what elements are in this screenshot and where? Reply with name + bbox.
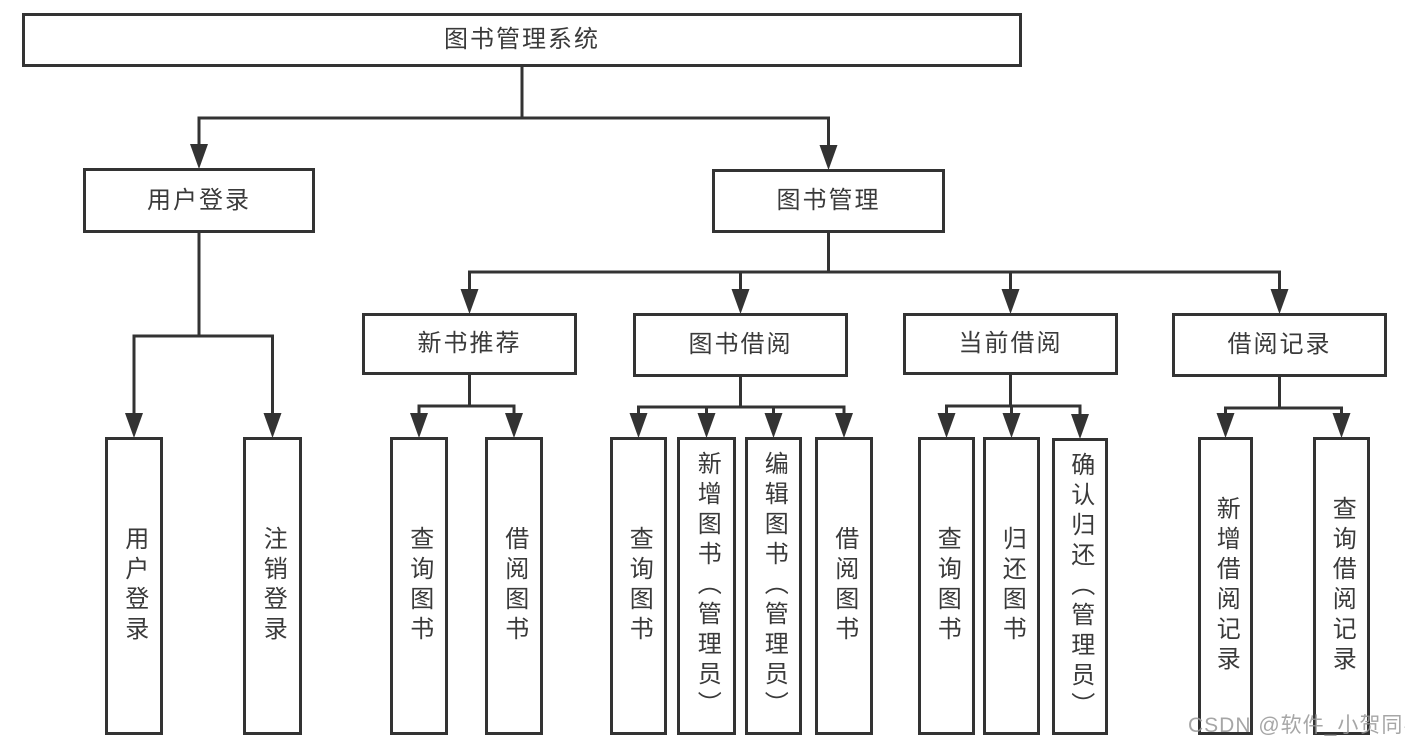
arrowhead-icon: [1216, 413, 1235, 438]
arrowhead-icon: [125, 413, 143, 438]
node-label-root: 图书管理系统: [444, 26, 600, 54]
arrowhead-icon: [629, 413, 648, 438]
arrowhead-icon: [410, 413, 428, 438]
node-label-leaf-edit-books: 编辑图书（管理员）: [760, 451, 788, 721]
node-user-login: 用户登录: [83, 168, 315, 233]
node-label-borrowing-records: 借阅记录: [1227, 331, 1332, 359]
node-label-new-book-recommend: 新书推荐: [417, 330, 522, 358]
node-borrowing-records: 借阅记录: [1172, 313, 1387, 377]
node-label-leaf-borrow-books-2: 借阅图书: [830, 526, 858, 646]
node-new-book-recommend: 新书推荐: [362, 313, 577, 375]
node-leaf-query-books-3: 查询图书: [918, 437, 975, 735]
node-leaf-borrow-books-2: 借阅图书: [815, 437, 873, 735]
node-leaf-return-books: 归还图书: [983, 437, 1040, 735]
arrowhead-icon: [1001, 289, 1020, 314]
node-leaf-query-borrow-record: 查询借阅记录: [1313, 437, 1370, 735]
arrowhead-icon: [937, 413, 956, 438]
arrowhead-icon: [819, 145, 838, 170]
arrowhead-icon: [263, 413, 282, 438]
node-leaf-borrow-books-1: 借阅图书: [485, 437, 543, 735]
node-leaf-edit-books: 编辑图书（管理员）: [745, 437, 802, 735]
node-label-leaf-query-borrow-record: 查询借阅记录: [1328, 496, 1356, 676]
arrowhead-icon: [1270, 289, 1289, 314]
node-leaf-query-books-1: 查询图书: [390, 437, 448, 735]
node-leaf-user-login: 用户登录: [105, 437, 163, 735]
arrowhead-icon: [190, 144, 208, 169]
node-label-leaf-query-books-3: 查询图书: [933, 526, 961, 646]
arrowhead-icon: [1071, 414, 1089, 439]
node-leaf-query-books-2: 查询图书: [610, 437, 667, 735]
node-leaf-add-borrow-record: 新增借阅记录: [1198, 437, 1253, 735]
node-label-leaf-query-books-2: 查询图书: [625, 526, 653, 646]
node-book-borrowing: 图书借阅: [633, 313, 848, 377]
node-label-book-management: 图书管理: [776, 187, 881, 215]
arrowhead-icon: [505, 413, 523, 438]
node-label-leaf-logout: 注销登录: [259, 526, 287, 646]
node-label-user-login: 用户登录: [147, 186, 251, 214]
node-leaf-logout: 注销登录: [243, 437, 302, 735]
node-label-current-borrowing: 当前借阅: [958, 330, 1063, 358]
arrowhead-icon: [460, 289, 479, 314]
node-leaf-confirm-return: 确认归还（管理员）: [1052, 438, 1108, 735]
arrowhead-icon: [697, 413, 716, 438]
node-label-leaf-user-login: 用户登录: [120, 526, 148, 646]
node-label-leaf-return-books: 归还图书: [998, 526, 1026, 646]
node-label-leaf-borrow-books-1: 借阅图书: [500, 526, 528, 646]
node-label-leaf-query-books-1: 查询图书: [405, 526, 433, 646]
node-label-leaf-confirm-return: 确认归还（管理员）: [1066, 451, 1094, 722]
node-label-leaf-add-borrow-record: 新增借阅记录: [1212, 496, 1240, 676]
node-leaf-add-books: 新增图书（管理员）: [677, 437, 736, 735]
arrowhead-icon: [731, 289, 750, 314]
node-book-management: 图书管理: [712, 169, 945, 233]
node-root: 图书管理系统: [22, 13, 1022, 67]
arrowhead-icon: [1332, 413, 1351, 438]
arrowhead-icon: [764, 413, 783, 438]
arrowhead-icon: [1002, 413, 1021, 438]
node-label-book-borrowing: 图书借阅: [688, 331, 793, 359]
node-current-borrowing: 当前借阅: [903, 313, 1118, 375]
node-label-leaf-add-books: 新增图书（管理员）: [693, 451, 721, 721]
arrowhead-icon: [835, 413, 853, 438]
